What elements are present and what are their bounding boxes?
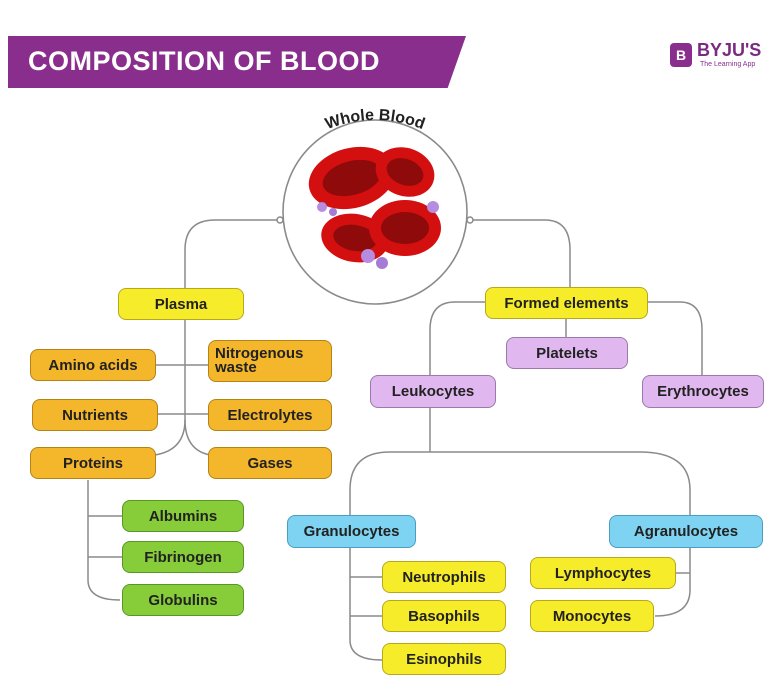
formed-type-erythrocytes: Erythrocytes — [642, 375, 764, 408]
plasma-item-gases: Gases — [208, 447, 332, 479]
formed-type-leukocytes: Leukocytes — [370, 375, 496, 408]
plasma-item-nutrients: Nutrients — [32, 399, 158, 431]
red-blood-cells-illustration — [283, 120, 467, 304]
protein-globulins: Globulins — [122, 584, 244, 616]
plasma-item-amino-acids: Amino acids — [30, 349, 156, 381]
plasma-item-nitrogenous-waste: Nitrogenous waste — [208, 340, 332, 382]
granulocyte-esinophils: Esinophils — [382, 643, 506, 675]
formed-elements-box: Formed elements — [485, 287, 648, 319]
agranulocyte-monocytes: Monocytes — [530, 600, 654, 632]
leukocyte-group-granulocytes: Granulocytes — [287, 515, 416, 548]
granulocyte-neutrophils: Neutrophils — [382, 561, 506, 593]
protein-albumins: Albumins — [122, 500, 244, 532]
protein-fibrinogen: Fibrinogen — [122, 541, 244, 573]
granulocyte-basophils: Basophils — [382, 600, 506, 632]
formed-type-platelets: Platelets — [506, 337, 628, 369]
plasma-item-electrolytes: Electrolytes — [208, 399, 332, 431]
plasma-item-proteins: Proteins — [30, 447, 156, 479]
plasma-box: Plasma — [118, 288, 244, 320]
agranulocyte-lymphocytes: Lymphocytes — [530, 557, 676, 589]
leukocyte-group-agranulocytes: Agranulocytes — [609, 515, 763, 548]
